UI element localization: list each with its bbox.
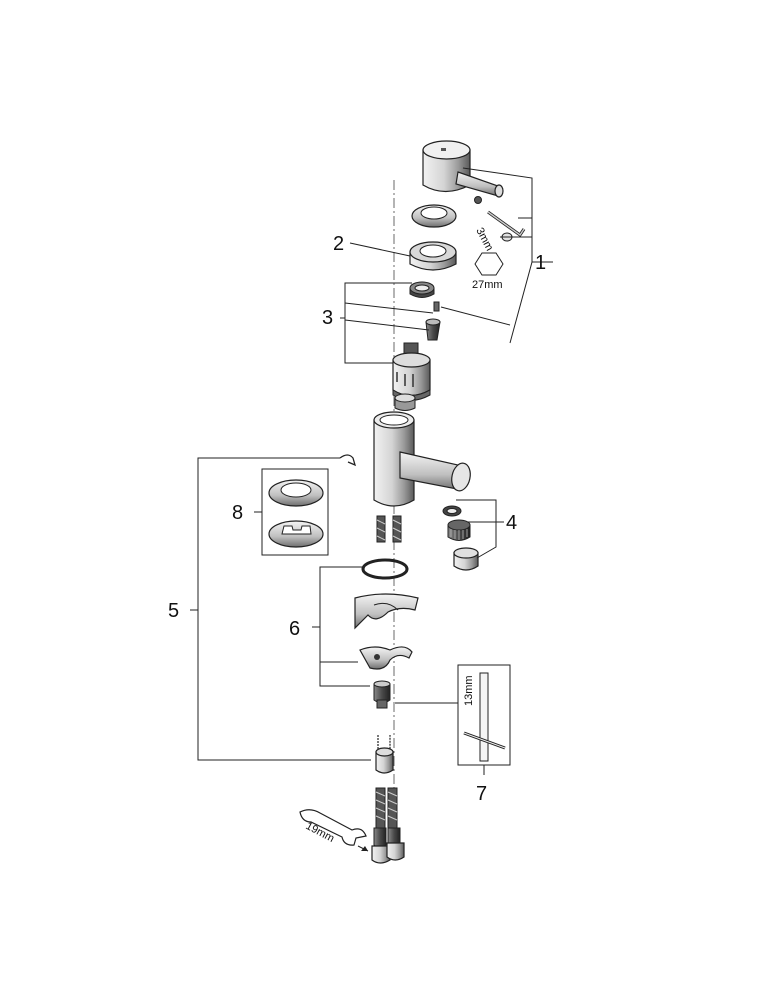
- callout-6: 6: [289, 618, 300, 640]
- mounting-tool-13mm: [463, 672, 506, 762]
- callout-5-bracket: [190, 457, 371, 761]
- callout-2: 2: [333, 233, 344, 255]
- callout-1-bracket: [440, 167, 553, 344]
- callout-4-bracket: [456, 499, 504, 559]
- aerator-washer: [442, 505, 462, 517]
- spanner-19mm: [299, 809, 369, 852]
- lever-handle: [422, 140, 504, 198]
- callout-7: 7: [476, 783, 487, 805]
- callout-6-bracket: [312, 566, 370, 687]
- callout-3: 3: [322, 307, 333, 329]
- hose-weight: [375, 735, 394, 774]
- hex-key-3mm: [487, 210, 526, 238]
- thrust-ring: [409, 281, 435, 298]
- aerator-insert: [447, 519, 471, 541]
- callout-7-box: [395, 664, 511, 775]
- mixing-cartridge: [392, 342, 431, 401]
- tool-size-label: 13mm: [463, 675, 475, 706]
- nut-size-label: 27mm: [472, 279, 503, 291]
- hex-nut-icon: [474, 252, 504, 276]
- flexible-hoses: [371, 787, 405, 864]
- faucet-body: [373, 411, 471, 507]
- horseshoe-washer: [354, 593, 419, 630]
- retaining-screw: [433, 301, 440, 312]
- callout-8: 8: [232, 502, 243, 524]
- callout-5: 5: [168, 600, 179, 622]
- hex-key-size-label: 3mm: [473, 226, 495, 253]
- hose-stubs: [376, 515, 402, 543]
- mounting-base-plate: [268, 520, 324, 548]
- callout-4: 4: [506, 512, 517, 534]
- aerator-housing: [453, 547, 479, 571]
- grub-screw: [474, 196, 482, 204]
- callout-3-bracket: [340, 282, 434, 364]
- brass-insert: [394, 393, 416, 411]
- cartridge-adapter: [425, 318, 441, 341]
- mounting-seal-disc: [268, 479, 324, 507]
- o-ring: [361, 558, 409, 580]
- cover-disc: [411, 204, 457, 228]
- spring-clip: [339, 454, 357, 467]
- cartridge-nut: [409, 241, 457, 271]
- fixing-bracket: [359, 646, 413, 670]
- callout-1: 1: [535, 252, 546, 274]
- threaded-rod-nut: [373, 680, 391, 709]
- callout-2-leader: [349, 242, 411, 257]
